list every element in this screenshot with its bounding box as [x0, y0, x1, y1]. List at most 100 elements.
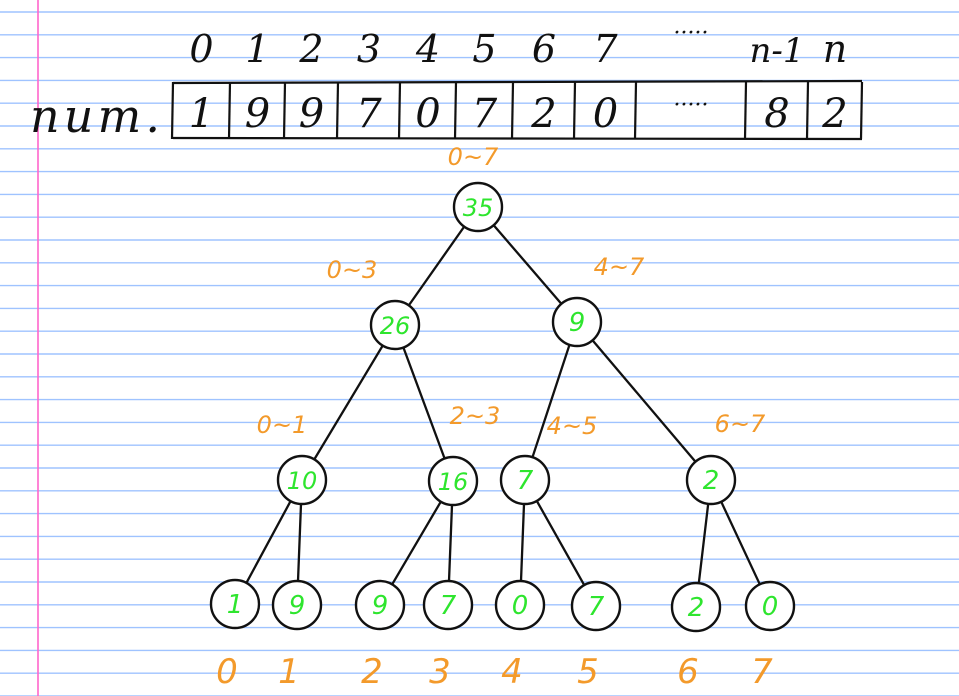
tree-node-value: 26: [380, 312, 411, 340]
array-cell-divider: [282, 81, 287, 140]
node-range-label: 6~7: [715, 410, 766, 438]
tree-edge: [535, 499, 586, 587]
array-cell-divider: [453, 81, 458, 140]
leaf-index-label: 2: [361, 652, 383, 692]
array-cell-divider: [572, 81, 577, 140]
array-cell-divider: [170, 81, 175, 140]
leaf-index-label: 4: [501, 652, 523, 692]
array-index-label: 4: [415, 27, 440, 71]
leaf-node-value: 7: [440, 591, 457, 621]
array-index-label: ·····: [674, 21, 709, 46]
tree-node-circle: [452, 181, 504, 233]
tree-node-circle: [427, 455, 479, 507]
array-top-border: [172, 79, 863, 85]
node-range-label: 0~1: [257, 411, 308, 439]
tree-edge: [697, 502, 710, 585]
array-cell-value: 9: [245, 91, 270, 137]
tree-node-value: 35: [463, 194, 494, 222]
node-range-label: 2~3: [450, 402, 501, 430]
tree-edge: [391, 500, 442, 586]
tree-node-value: 10: [287, 467, 318, 495]
leaf-node-circle: [271, 579, 323, 631]
leaf-index-label: 6: [677, 652, 699, 692]
leaf-node-value: 7: [588, 592, 605, 622]
leaf-index-label: 5: [577, 652, 599, 692]
array-index-label: 1: [245, 27, 269, 71]
leaf-node-value: 0: [762, 592, 779, 622]
tree-node-value: 16: [438, 468, 469, 496]
array-cell-value: 0: [593, 91, 618, 137]
tree-node-value: 2: [703, 466, 720, 496]
leaf-node-circle: [570, 580, 622, 632]
array-index-label: 5: [472, 27, 496, 71]
tree-edge: [402, 346, 446, 460]
array-cell-value: 0: [415, 91, 440, 137]
array-cell-value: 7: [472, 91, 498, 137]
leaf-node-circle: [422, 579, 474, 631]
leaf-node-circle: [744, 580, 796, 632]
array-index-label: 6: [532, 27, 556, 71]
tree-node-circle: [276, 454, 328, 506]
tree-node-value: 9: [569, 308, 586, 338]
tree-edge: [591, 339, 697, 463]
leaf-node-circle: [209, 578, 261, 630]
array-index-label: 7: [593, 27, 618, 71]
node-range-label: 4~5: [547, 412, 598, 440]
node-range-label: 0~7: [448, 143, 499, 171]
leaf-index-label: 1: [278, 652, 300, 692]
array-index-label: n: [823, 27, 847, 71]
node-range-label: 4~7: [594, 253, 645, 281]
array-cell-divider: [397, 81, 402, 140]
array-cell-value: 9: [299, 91, 324, 137]
array-cell-value: 2: [821, 91, 847, 137]
array-cell-divider: [510, 81, 515, 140]
tree-edge: [296, 502, 303, 583]
array-cell-divider: [227, 81, 232, 140]
tree-edge: [492, 224, 563, 305]
array-cell-divider: [335, 81, 340, 140]
tree-edge: [407, 225, 466, 307]
array-index-label: 0: [189, 27, 213, 71]
tree-node-circle: [551, 296, 603, 348]
tree-edge: [447, 503, 454, 583]
tree-edge: [313, 344, 384, 461]
array-index-label: 2: [298, 27, 323, 71]
array-cell-divider: [805, 81, 810, 140]
leaf-node-value: 2: [688, 593, 705, 623]
array-cell-divider: [743, 81, 748, 140]
tree-node-value: 7: [517, 466, 534, 496]
leaf-node-value: 9: [289, 591, 306, 621]
leaf-index-label: 7: [751, 652, 773, 692]
array-bottom-border: [172, 136, 863, 141]
array-name-label: num.: [30, 89, 160, 143]
leaf-index-label: 3: [429, 652, 451, 692]
tree-edge: [245, 499, 292, 585]
tree-node-circle: [685, 454, 737, 506]
tree-node-circle: [369, 299, 421, 351]
tree-edge: [531, 343, 571, 459]
leaf-node-circle: [354, 579, 406, 631]
leaf-node-circle: [494, 579, 546, 631]
leaf-index-label: 0: [216, 652, 238, 692]
array-cell-divider: [859, 81, 864, 140]
tree-edge: [720, 500, 761, 586]
leaf-node-value: 9: [372, 591, 389, 621]
tree-edge: [519, 502, 526, 583]
array-cell-value: 8: [764, 91, 789, 137]
array-cell-value: 2: [530, 91, 556, 137]
array-cell-value: 7: [356, 91, 382, 137]
tree-edges: [245, 224, 761, 587]
array-cell-value: ·····: [674, 93, 709, 118]
leaf-node-value: 0: [512, 591, 529, 621]
array-cell-value: 1: [189, 91, 214, 137]
leaf-node-circle: [670, 581, 722, 633]
array-index-label: 3: [357, 27, 381, 71]
leaf-node-value: 1: [227, 590, 244, 620]
array-index-label: n-1: [749, 31, 804, 71]
